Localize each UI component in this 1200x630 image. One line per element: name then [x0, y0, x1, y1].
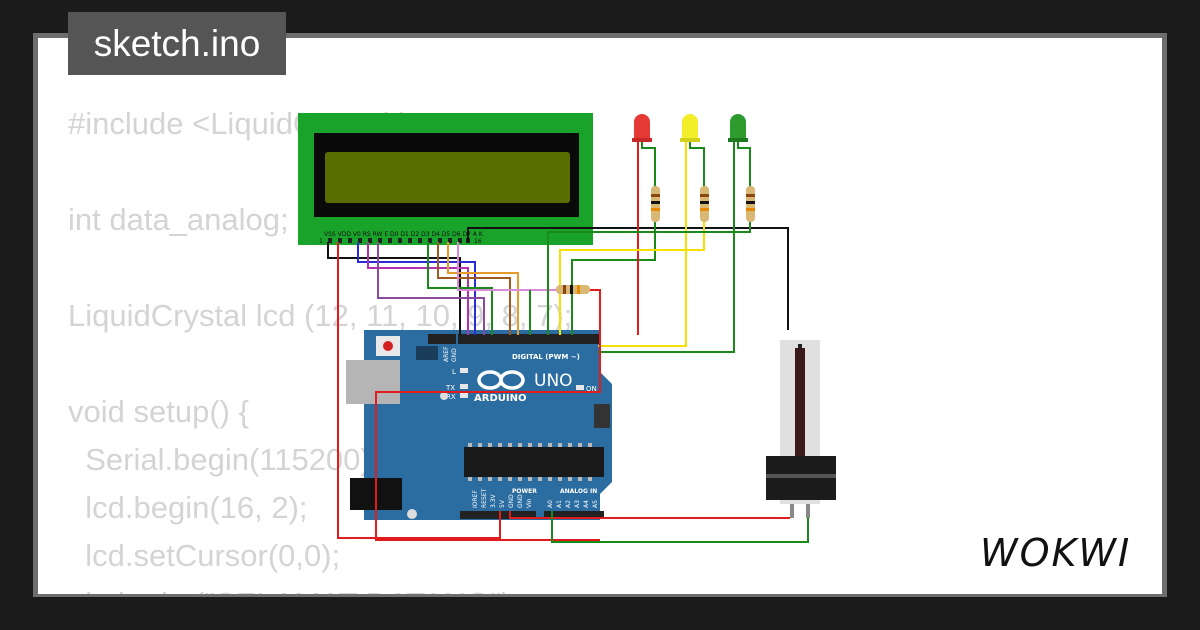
- lcd-pin-last: 16: [474, 238, 482, 245]
- wokwi-logo: WOKWI: [980, 531, 1131, 575]
- digital-label: DIGITAL (PWM ~): [512, 353, 580, 361]
- code-editor[interactable]: #include <LiquidCrystal.h> int data_anal…: [68, 100, 572, 594]
- pin-label: 3.3V: [490, 493, 497, 508]
- led-green[interactable]: [728, 114, 748, 142]
- code-line: lcd.print("SELAMAT DATANG");: [68, 586, 520, 594]
- gnd-label: GND: [451, 348, 458, 362]
- led-red[interactable]: [632, 114, 652, 142]
- digital-header: [458, 334, 600, 344]
- icsp-header: [594, 404, 610, 428]
- lcd-display[interactable]: VSS VDD V0 RS RW E D0 D1 D2 D3 D4 D5 D6 …: [298, 113, 593, 245]
- led-l-label: L: [452, 368, 456, 376]
- arduino-logo-icon: [477, 370, 525, 390]
- wires: [327, 140, 809, 543]
- arduino-uno[interactable]: DIGITAL (PWM ~) AREF GND L TX RX UNO ARD…: [346, 330, 612, 520]
- pin-label: A2: [565, 500, 572, 508]
- pin-label: A3: [574, 500, 581, 508]
- usb-port: [346, 360, 400, 404]
- pin-label: GND: [517, 494, 524, 508]
- analog-header: [544, 511, 604, 519]
- uno-label: UNO: [534, 371, 573, 391]
- pin-label: IOREF: [472, 490, 479, 508]
- code-line: lcd.begin(16, 2);: [68, 490, 308, 525]
- led-yellow[interactable]: [680, 114, 700, 142]
- code-line: Serial.begin(115200);: [68, 442, 380, 477]
- pin-label: GND: [508, 494, 515, 508]
- pin-label: A0: [547, 500, 554, 508]
- code-line: LiquidCrystal lcd (12, 11, 10, 9, 8, 7);: [68, 298, 573, 333]
- led-rx-label: RX: [446, 393, 456, 401]
- resistors: [556, 186, 755, 294]
- power-header: [460, 511, 536, 519]
- pin-label: A5: [592, 500, 599, 508]
- on-label: ON: [586, 385, 597, 393]
- pin-label: A4: [583, 500, 590, 508]
- pin-label: A1: [556, 500, 563, 508]
- led-tx-label: TX: [445, 384, 455, 392]
- analog-label: ANALOG IN: [560, 488, 597, 495]
- code-line: lcd.setCursor(0,0);: [68, 538, 341, 573]
- aref-label: AREF: [443, 346, 450, 362]
- arduino-brand: ARDUINO: [474, 393, 526, 404]
- pin-label: RESET: [481, 488, 488, 508]
- lcd-pin-first: 1: [319, 238, 323, 245]
- power-label: POWER: [512, 488, 537, 495]
- pin-label: Vin: [526, 498, 533, 508]
- file-tab[interactable]: sketch.ino: [68, 12, 286, 75]
- lcd-pin-labels: VSS VDD V0 RS RW E D0 D1 D2 D3 D4 D5 D6 …: [324, 231, 484, 238]
- code-line: int data_analog;: [68, 202, 289, 237]
- slide-potentiometer[interactable]: [766, 340, 836, 518]
- code-line: void setup() {: [68, 394, 249, 429]
- svg-text:WOKWI: WOKWI: [980, 531, 1131, 575]
- pin-label: 5V: [499, 499, 506, 508]
- microcontroller-chip: [464, 447, 604, 477]
